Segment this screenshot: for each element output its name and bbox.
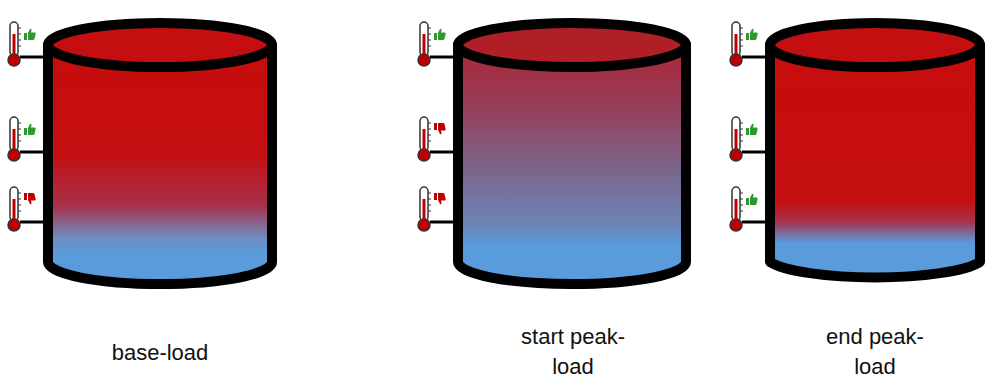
thermometer	[8, 22, 46, 231]
storage-tank	[770, 23, 980, 277]
tank-caption: start peak-load	[503, 322, 643, 382]
thermometer	[730, 22, 768, 231]
tank-caption: base-load	[60, 338, 260, 368]
storage-tank	[48, 23, 272, 284]
tank-caption: end peak-load	[810, 322, 940, 382]
storage-tank	[458, 23, 686, 284]
thermometer	[418, 22, 456, 231]
